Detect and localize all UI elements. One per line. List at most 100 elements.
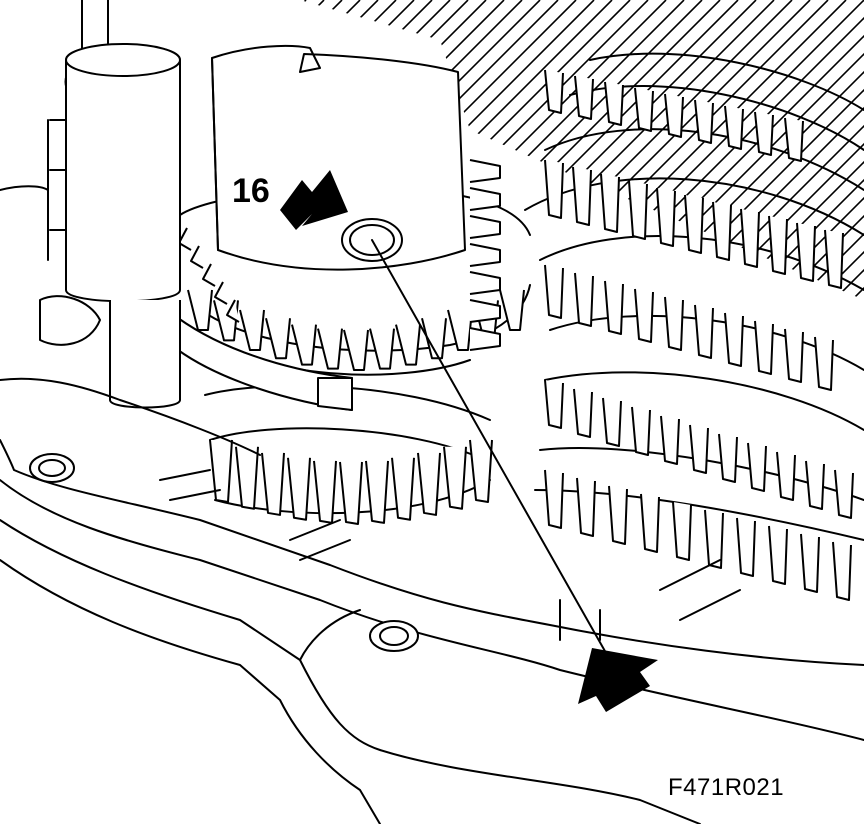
- gear-tooth: [235, 446, 259, 510]
- gear-tooth: [602, 397, 622, 447]
- housing-flange: [0, 377, 864, 825]
- gear-tooth: [469, 243, 501, 267]
- gear-tooth: [209, 439, 233, 503]
- gear-tooth: [656, 187, 676, 247]
- gear-tooth: [369, 328, 395, 370]
- gear-tooth: [469, 439, 493, 503]
- gear-tooth: [499, 289, 525, 331]
- gear-tooth: [317, 328, 343, 370]
- gear-tooth: [768, 215, 788, 275]
- gear-tooth: [832, 541, 852, 601]
- gear-tooth: [343, 329, 369, 371]
- gear-tooth: [291, 324, 317, 366]
- gear-tooth: [544, 379, 564, 429]
- gear-tooth: [239, 309, 265, 351]
- gear-tooth: [747, 442, 767, 492]
- gear-tooth: [469, 299, 501, 323]
- gear-tooth: [634, 87, 654, 132]
- gear-tooth: [776, 451, 796, 501]
- gear-tooth: [469, 215, 501, 239]
- gear-tooth: [805, 460, 825, 510]
- gear-tooth: [544, 69, 564, 114]
- gear-tooth: [190, 245, 204, 269]
- shift-rod: [0, 0, 181, 409]
- shift-fork-tip: [317, 377, 353, 411]
- hatch-line: [563, 0, 864, 300]
- hatch-line: [0, 0, 54, 300]
- gear-tooth: [672, 501, 692, 561]
- gear-tooth: [604, 280, 624, 335]
- gear-tooth: [768, 525, 788, 585]
- arrow-icon: [578, 648, 658, 712]
- gear-tooth: [469, 271, 501, 295]
- gear-tooth: [339, 461, 363, 525]
- gear-tooth: [544, 264, 564, 319]
- gear-tooth: [226, 299, 240, 323]
- gear-tooth: [628, 180, 648, 240]
- gear-tooth: [784, 328, 804, 383]
- hatch-line: [419, 0, 721, 300]
- gear-tooth: [736, 517, 756, 577]
- hatch-line: [743, 0, 864, 300]
- gear-tooth: [796, 222, 816, 282]
- leader-line: [371, 239, 611, 661]
- gear-tooth: [754, 111, 774, 156]
- gear-tooth: [814, 336, 834, 391]
- gear-tooth: [574, 75, 594, 120]
- gear-tooth: [576, 477, 596, 537]
- hatch-line: [0, 0, 36, 300]
- gear-tooth: [573, 388, 593, 438]
- gear-tooth: [684, 194, 704, 254]
- gear-tooth: [287, 457, 311, 521]
- housing-ribs: [159, 469, 741, 641]
- gear-tooth: [640, 493, 660, 553]
- hatch-line: [0, 0, 72, 300]
- gear-tooth: [600, 173, 620, 233]
- callout-label: 16: [232, 172, 270, 210]
- gear-tooth: [572, 166, 592, 226]
- gear-tooth: [718, 433, 738, 483]
- gear-tooth: [313, 460, 337, 524]
- gear-tooth: [634, 288, 654, 343]
- gear-tooth: [631, 406, 651, 456]
- gear-tooth: [261, 452, 285, 516]
- gear-tooth: [417, 452, 441, 516]
- lower-left-gear: [204, 384, 493, 525]
- gear-tooth: [664, 93, 684, 138]
- gear-tooth: [443, 446, 467, 510]
- middle-gear: [166, 159, 531, 376]
- gear-tooth: [421, 318, 447, 360]
- gear-tooth: [704, 509, 724, 569]
- gear-tooth: [544, 159, 564, 219]
- arrow-icon: [280, 170, 348, 230]
- gear-tooth: [834, 469, 854, 519]
- gear-tooth: [660, 415, 680, 465]
- hatch-line: [0, 0, 18, 300]
- gear-tooth: [694, 99, 714, 144]
- gear-tooth: [365, 460, 389, 524]
- gear-tooth: [395, 324, 421, 366]
- right-gear-stack: [524, 52, 864, 601]
- gear-tooth: [694, 304, 714, 359]
- gear-tooth: [469, 327, 501, 351]
- gear-tooth: [712, 201, 732, 261]
- gear-tooth: [214, 281, 228, 305]
- gear-tooth: [391, 457, 415, 521]
- gear-tooth: [469, 187, 501, 211]
- gear-tooth: [784, 117, 804, 162]
- figure-code: F471R021: [668, 774, 785, 801]
- gear-tooth: [604, 81, 624, 126]
- gear-tooth: [800, 533, 820, 593]
- gear-tooth: [574, 272, 594, 327]
- gear-tooth: [265, 318, 291, 360]
- gear-tooth: [187, 289, 213, 331]
- special-tool: [211, 44, 466, 271]
- gear-tooth: [202, 263, 216, 287]
- gear-tooth: [724, 105, 744, 150]
- gear-tooth: [824, 229, 844, 289]
- gear-tooth: [689, 424, 709, 474]
- gear-tooth: [664, 296, 684, 351]
- gear-tooth: [754, 320, 774, 375]
